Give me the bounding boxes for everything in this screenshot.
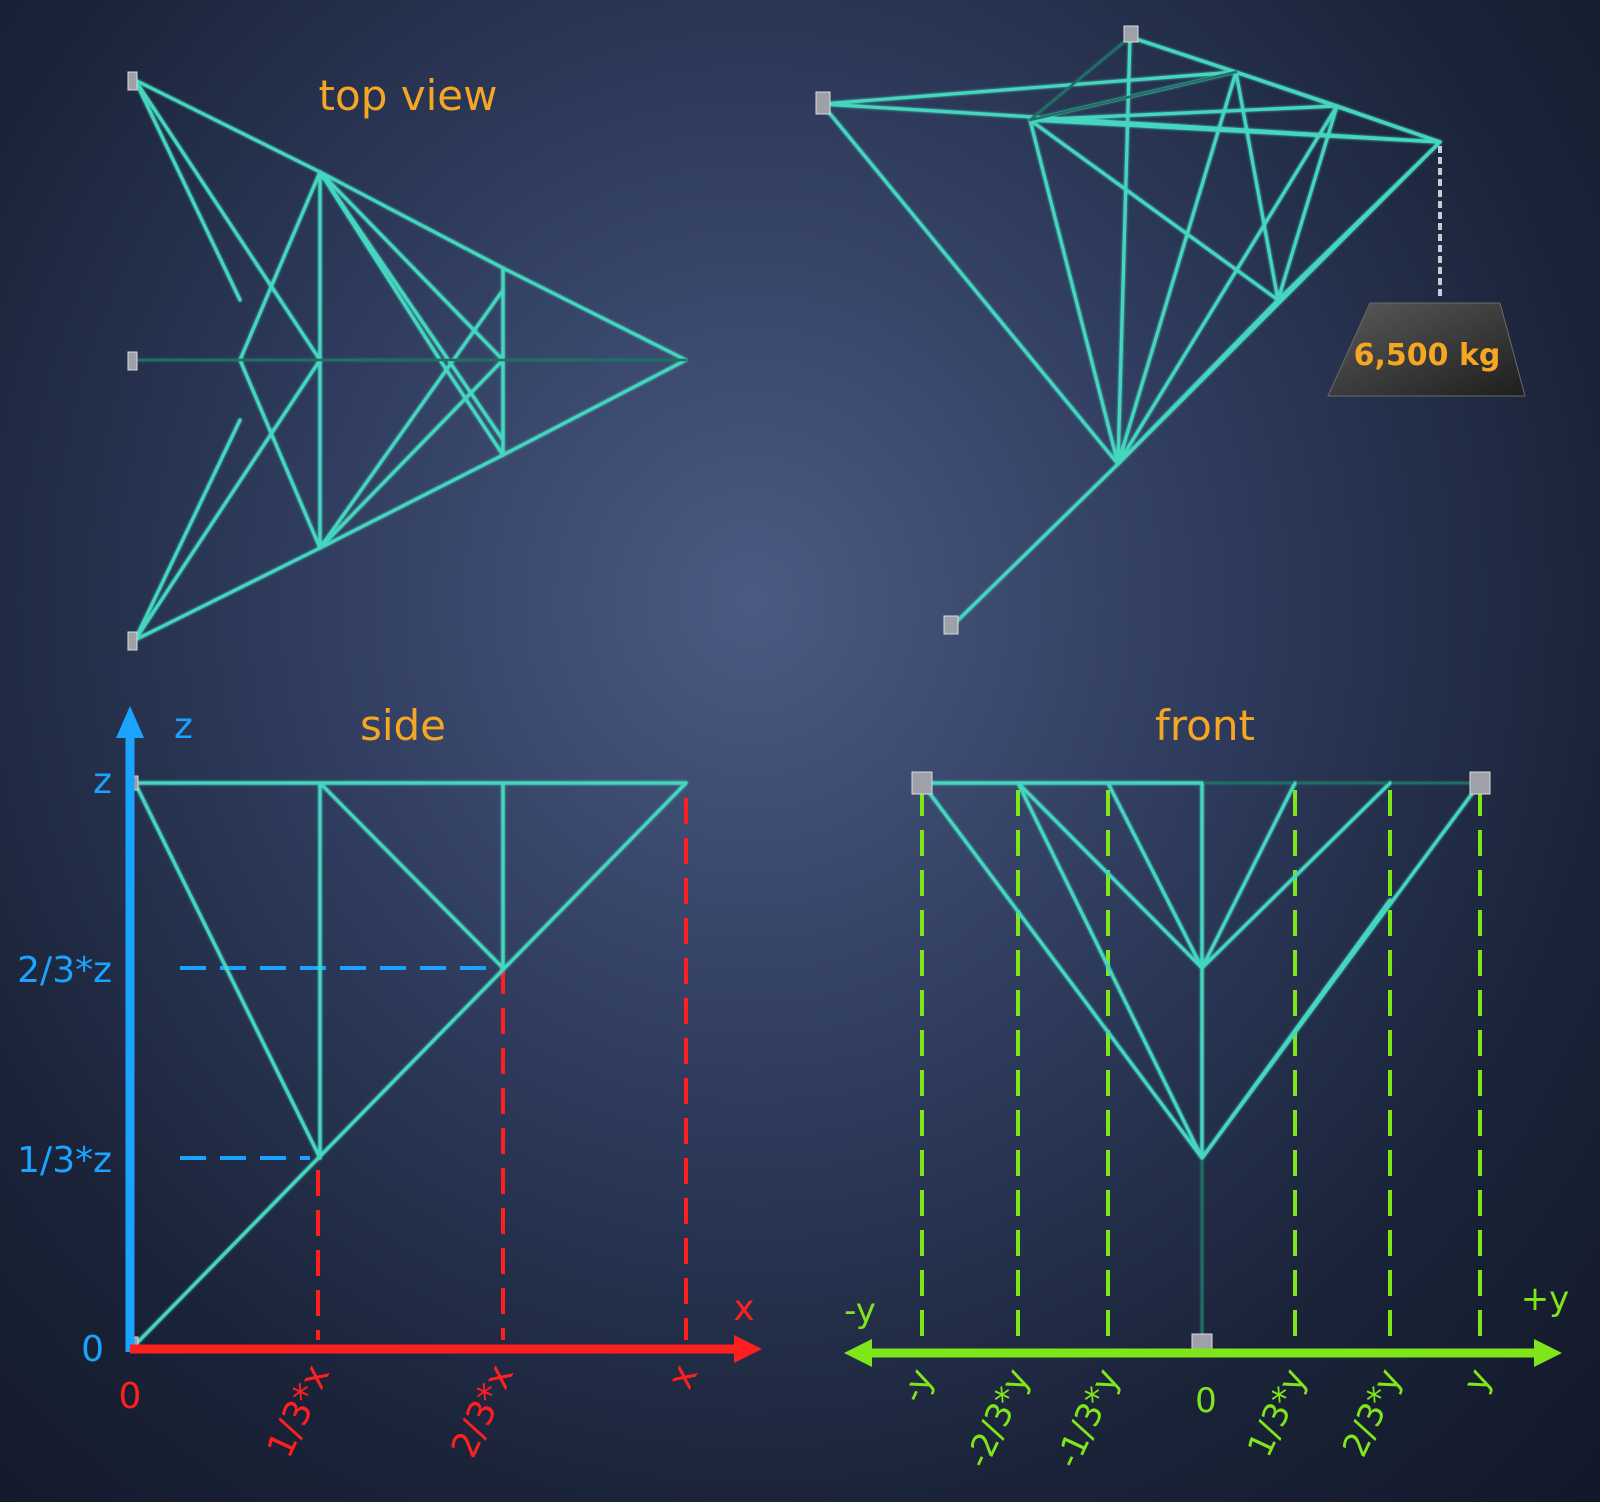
x-tick-label: x	[660, 1358, 706, 1395]
anchor-icon	[1469, 771, 1491, 795]
front-view: front	[844, 701, 1569, 1474]
side-guides	[180, 798, 688, 1340]
weight-label: 6,500 kg	[1354, 338, 1501, 373]
side-view: side z z 2/3*z 1/3*z 0	[17, 701, 762, 1464]
neg-y-label: -y	[844, 1291, 876, 1331]
top-view-title: top view	[319, 71, 498, 120]
weight-block: 6,500 kg	[1327, 302, 1526, 397]
anchor-icon	[127, 71, 138, 91]
y-axis: -y +y -y -2/3*y -1/3*y 0 1/3*y 2/3*y y	[844, 1279, 1569, 1474]
y-tick-label: 1/3*y	[1240, 1363, 1315, 1463]
x-tick-label: 2/3*x	[444, 1358, 522, 1463]
y-tick-label: y	[1455, 1363, 1500, 1398]
x-tick-label: 1/3*x	[260, 1358, 338, 1463]
front-view-truss	[920, 781, 1482, 1347]
anchor-icon	[127, 631, 138, 651]
x-axis: x 0 1/3*x 2/3*x x	[119, 1288, 762, 1464]
z-axis-label: z	[174, 706, 193, 747]
z-tick-label: 1/3*z	[17, 1140, 112, 1181]
anchor-icon	[911, 771, 933, 795]
pos-y-label: +y	[1521, 1279, 1570, 1319]
side-view-truss	[133, 781, 688, 1347]
anchor-icon	[127, 351, 138, 371]
z-tick-label: z	[93, 761, 112, 802]
top-view: top view	[127, 71, 688, 651]
x-tick-label: 0	[119, 1376, 142, 1417]
anchor-icon	[943, 615, 959, 635]
anchor-icon	[815, 91, 831, 115]
perspective-view: 6,500 kg	[815, 25, 1526, 635]
z-tick-label: 2/3*z	[17, 950, 112, 991]
z-axis: z z 2/3*z 1/3*z 0	[17, 706, 193, 1370]
anchor-icon	[1123, 25, 1139, 43]
top-view-truss	[133, 78, 688, 642]
z-tick-label: 0	[81, 1329, 104, 1370]
side-view-title: side	[360, 701, 446, 750]
y-tick-label: -2/3*y	[958, 1363, 1038, 1474]
front-guides	[920, 790, 1482, 1340]
y-tick-label: 2/3*y	[1335, 1363, 1410, 1463]
x-axis-label: x	[733, 1288, 754, 1329]
y-tick-label: -y	[892, 1363, 942, 1409]
front-view-title: front	[1155, 701, 1255, 750]
y-tick-label: 0	[1195, 1381, 1217, 1421]
y-tick-label: -1/3*y	[1048, 1363, 1128, 1474]
perspective-truss	[820, 35, 1442, 630]
weight-icon	[1327, 302, 1526, 397]
